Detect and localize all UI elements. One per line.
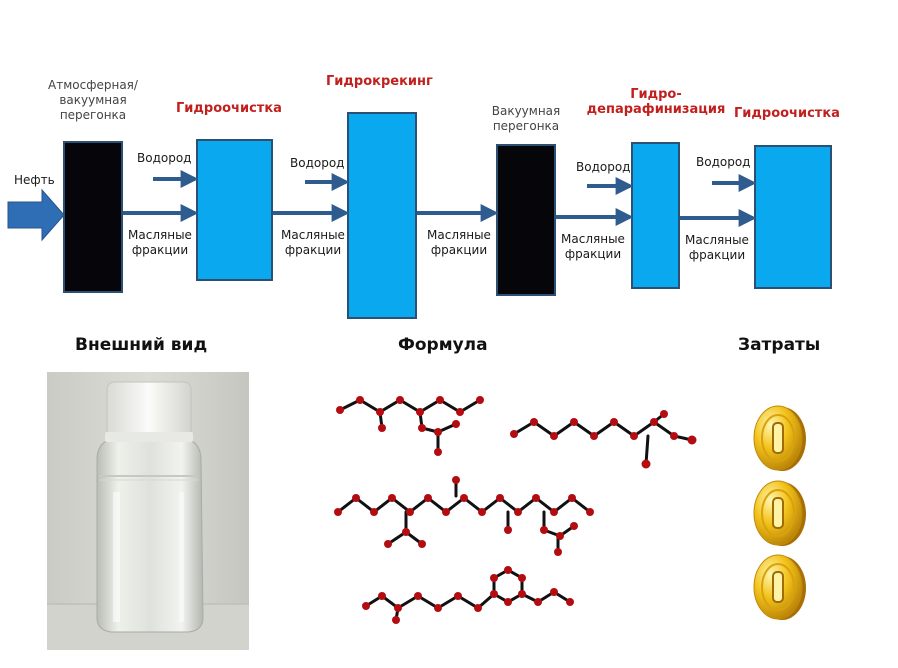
- stage1-title: Атмосферная/ вакуумная перегонка: [48, 78, 138, 122]
- formula-heading: Формула: [398, 335, 488, 355]
- stage4-title: Вакуумная перегонка: [491, 104, 561, 133]
- unit-vacuum-distillation: [496, 144, 556, 296]
- stage2-title: Гидроочистка: [176, 101, 282, 116]
- fraction-label-4: Масляные фракции: [561, 232, 625, 261]
- unit-distillation-1: [63, 141, 123, 293]
- hydrogen-label-2: Водород: [290, 156, 345, 170]
- stage5-title: Гидро- депарафинизация: [586, 87, 726, 117]
- gold-coin-icon: [752, 403, 808, 477]
- fraction-label-1: Масляные фракции: [128, 228, 192, 257]
- molecule-structure-icon: [334, 396, 697, 624]
- gold-coin-icon: [752, 552, 808, 626]
- gold-coin-icon: [752, 478, 808, 552]
- bottle-photo-icon: [47, 372, 249, 650]
- unit-dewaxing: [631, 142, 680, 289]
- hydrogen-label-3: Водород: [576, 160, 631, 174]
- stage6-title: Гидроочистка: [734, 106, 840, 121]
- appearance-heading: Внешний вид: [75, 335, 208, 355]
- hydrogen-label-4: Водород: [696, 155, 751, 169]
- oil-input-arrow: [7, 188, 65, 242]
- fraction-label-5: Масляные фракции: [685, 233, 749, 262]
- hydrogen-label-1: Водород: [137, 151, 192, 165]
- process-flow-diagram: [7, 112, 832, 319]
- fraction-label-2: Масляные фракции: [281, 228, 345, 257]
- costs-heading: Затраты: [738, 335, 821, 355]
- stage3-title: Гидрокрекинг: [326, 74, 433, 89]
- input-label: Нефть: [14, 173, 55, 187]
- fraction-label-3: Масляные фракции: [427, 228, 491, 257]
- unit-hydrotreating-2: [754, 145, 832, 289]
- unit-hydrocracking: [347, 112, 417, 319]
- unit-hydrotreating-1: [196, 139, 273, 281]
